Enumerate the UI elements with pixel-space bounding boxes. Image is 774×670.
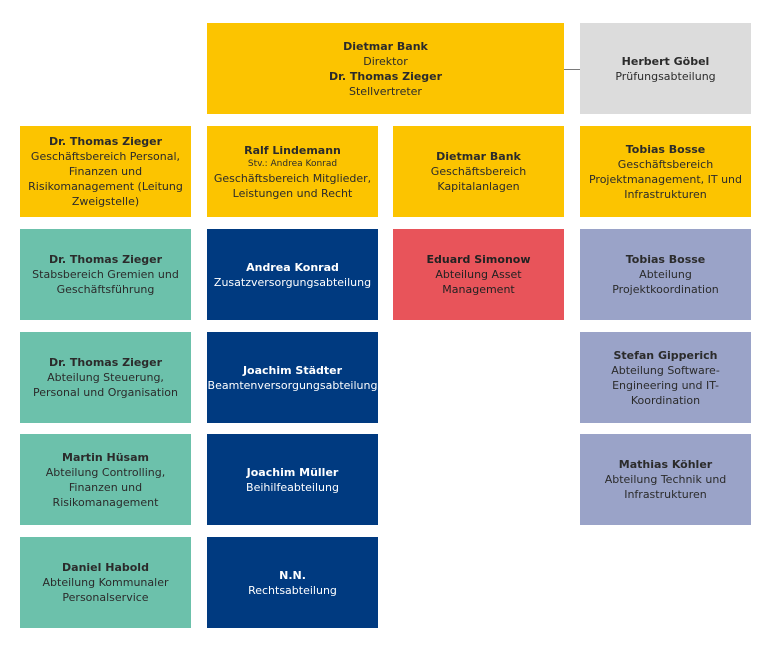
director-box: Dietmar Bank Direktor Dr. Thomas Zieger … [207,23,564,114]
director-audit-connector [563,69,580,70]
unit-box-project-coordination: Tobias Bosse Abteilung Projektkoordinati… [580,229,751,320]
business-area-project-it: Tobias Bosse Geschäftsbereich Projektman… [580,126,751,217]
deputy-role: Stellvertreter [349,84,422,98]
unit-name: Abteilung Steuerung, Personal und Organi… [33,371,178,399]
unit-box-committees: Dr. Thomas Zieger Stabsbereich Gremien u… [20,229,191,320]
unit-box-asset-management: Eduard Simonow Abteilung Asset Managemen… [393,229,564,320]
unit-box-controlling: Martin Hüsam Abteilung Controlling, Fina… [20,434,191,525]
business-area-members-benefits: Ralf Lindemann Stv.: Andrea Konrad Gesch… [207,126,378,217]
unit-head: Martin Hüsam [62,450,149,464]
unit-name: Abteilung Software-Engineering und IT-Ko… [611,363,720,407]
business-area-personal-finance: Dr. Thomas Zieger Geschäftsbereich Perso… [20,126,191,217]
director-name: Dietmar Bank [343,39,428,53]
unit-box-municipal-personnel: Daniel Habold Abteilung Kommunaler Perso… [20,537,191,628]
unit-name: Abteilung Controlling, Finanzen und Risi… [45,465,166,509]
unit-box-steering: Dr. Thomas Zieger Abteilung Steuerung, P… [20,332,191,423]
unit-head: Tobias Bosse [625,253,706,266]
unit-head: Andrea Konrad [246,260,339,274]
unit-name: Zusatzversorgungsabteilung [213,275,372,289]
unit-head: Joachim Städter [242,363,343,377]
unit-name: Abteilung Kommunaler Personalservice [42,576,169,604]
unit-head: Dr. Thomas Zieger [48,356,163,369]
unit-box-technology-infrastructure: Mathias Köhler Abteilung Technik und Inf… [580,434,751,525]
unit-name: Rechtsabteilung [248,583,337,597]
business-area-unit: Geschäftsbereich Personal, Finanzen und … [28,150,183,208]
business-area-head: Dietmar Bank [436,150,521,163]
unit-name: Stabsbereich Gremien und Geschäftsführun… [32,268,179,296]
unit-name: Abteilung Projektkoordination [612,268,719,296]
unit-head: Stefan Gipperich [613,348,718,362]
audit-box: Herbert Göbel Prüfungsabteilung [580,23,751,114]
unit-name: Abteilung Technik und Infrastrukturen [604,473,727,501]
unit-head: N.N. [279,568,306,582]
director-role: Direktor [363,54,408,68]
unit-name: Beihilfeabteilung [246,480,339,494]
unit-box-civil-servant-pension: Joachim Städter Beamtenversorgungsabteil… [207,332,378,423]
business-area-unit: Geschäftsbereich Kapitalanlagen [430,165,527,193]
business-area-head: Ralf Lindemann [244,143,341,157]
business-area-unit: Geschäftsbereich Projektmanagement, IT u… [588,157,743,201]
audit-unit: Prüfungsabteilung [615,69,716,83]
unit-box-supplementary-pension: Andrea Konrad Zusatzversorgungsabteilung [207,229,378,320]
deputy-name: Dr. Thomas Zieger [328,69,443,83]
unit-head: Daniel Habold [62,561,149,574]
business-area-head: Dr. Thomas Zieger [48,135,163,148]
business-area-unit: Geschäftsbereich Mitglieder, Leistungen … [213,171,372,200]
business-area-deputy: Stv.: Andrea Konrad [247,158,338,169]
audit-name: Herbert Göbel [621,54,710,68]
unit-name: Abteilung Asset Management [435,268,522,296]
unit-box-legal: N.N. Rechtsabteilung [207,537,378,628]
unit-head: Eduard Simonow [426,253,531,266]
unit-head: Joachim Müller [246,465,339,479]
unit-head: Dr. Thomas Zieger [48,253,163,266]
business-area-head: Tobias Bosse [625,142,706,156]
unit-box-software-engineering: Stefan Gipperich Abteilung Software-Engi… [580,332,751,423]
unit-name: Beamtenversorgungsabteilung [207,378,378,392]
unit-head: Mathias Köhler [618,458,713,471]
unit-box-allowance: Joachim Müller Beihilfeabteilung [207,434,378,525]
business-area-investments: Dietmar Bank Geschäftsbereich Kapitalanl… [393,126,564,217]
